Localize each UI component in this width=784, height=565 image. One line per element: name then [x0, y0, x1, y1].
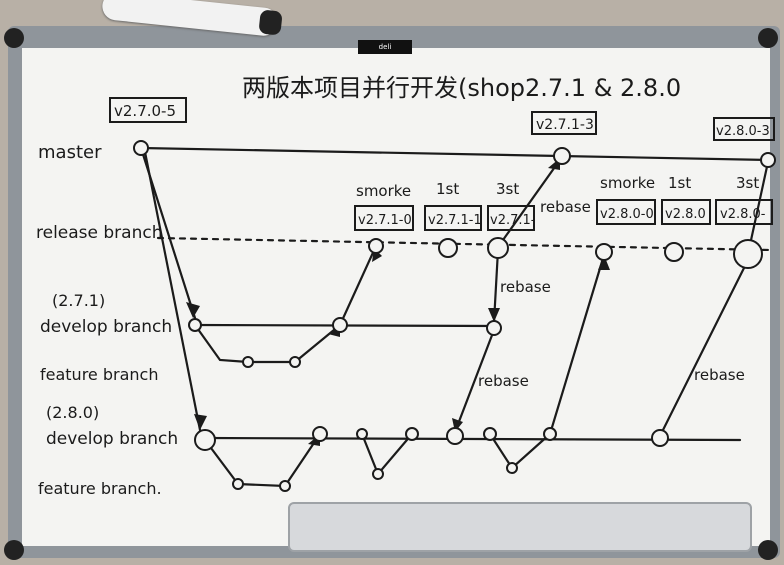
node-release-1st-271: [438, 238, 458, 258]
stage-first-1: 1st: [436, 180, 459, 198]
tag-box-r6: [715, 199, 773, 225]
node-release-3st-280: [733, 239, 763, 269]
rebase-label-3: rebase: [478, 372, 529, 390]
node-release-smoke-280: [595, 243, 613, 261]
node-dev280-a: [312, 426, 328, 442]
tag-box-master-mid: [531, 111, 597, 135]
whiteboard-surface: [22, 48, 770, 546]
node-dev280-d: [446, 427, 464, 445]
stage-first-2: 1st: [668, 174, 691, 192]
node-dev271-rebase: [486, 320, 502, 336]
node-release-3st-271: [487, 237, 509, 259]
label-develop-280: develop branch: [46, 429, 178, 449]
rebase-label-4: rebase: [694, 366, 745, 384]
node-feature2-b: [279, 480, 291, 492]
node-dev280-e: [483, 427, 497, 441]
node-release-smoke-271: [368, 238, 384, 254]
stage-smoke-1: smorke: [356, 182, 411, 200]
stage-third-1: 3st: [496, 180, 519, 198]
dev271-to-dev280: [453, 328, 496, 434]
label-feature-2: feature branch.: [38, 479, 162, 498]
board-title: 两版本项目并行开发(shop2.7.1 & 2.8.0: [242, 74, 681, 102]
tag-box-r2: [424, 205, 482, 231]
corner-cap-top-left: [4, 28, 24, 48]
tag-box-master-start: [109, 97, 187, 123]
tag-r3: v2.7.1-: [490, 213, 536, 228]
tag-master-mid: v2.7.1-3: [536, 117, 594, 133]
corner-cap-bottom-right: [758, 540, 778, 560]
brand-label: deli: [358, 40, 412, 54]
tag-box-r3: [487, 205, 535, 231]
stage-smoke-2: smorke: [600, 174, 655, 192]
node-dev280-start: [194, 429, 216, 451]
node-master-start: [133, 140, 149, 156]
corner-cap-top-right: [758, 28, 778, 48]
label-develop-280-version: (2.8.0): [46, 403, 99, 422]
dev271-to-release: [338, 244, 378, 327]
rebase-label-2: rebase: [500, 278, 551, 296]
release-to-dev280: [658, 258, 750, 438]
label-develop-271-version: (2.7.1): [52, 291, 105, 310]
arrowhead-dev280: [194, 414, 207, 430]
feature-2-line: [203, 432, 322, 488]
node-dev280-b: [356, 428, 368, 440]
arrowhead-dev271: [186, 302, 200, 318]
node-master-mid: [553, 147, 571, 165]
stage-third-2: 3st: [736, 174, 759, 192]
tag-master-end: v2.8.0-3: [716, 124, 770, 139]
master-to-dev280: [143, 150, 202, 432]
tag-master-start: v2.7.0-5: [114, 102, 176, 120]
tag-r5: v2.8.0: [665, 207, 706, 222]
tag-box-r4: [596, 199, 656, 225]
master-line: [139, 146, 772, 162]
label-feature-1: feature branch: [40, 365, 158, 384]
arrowhead-dev271-rebase: [488, 308, 500, 322]
corner-cap-bottom-left: [4, 540, 24, 560]
node-dev271-start: [188, 318, 202, 332]
label-master: master: [38, 142, 102, 163]
tag-box-master-end: [713, 117, 775, 141]
dev280-to-release: [548, 253, 606, 436]
label-release: release branch: [36, 223, 163, 243]
node-dev280-g: [651, 429, 669, 447]
node-release-1st-280: [664, 242, 684, 262]
tag-r1: v2.7.1-0: [358, 213, 412, 228]
label-develop-271: develop branch: [40, 317, 172, 337]
node-dev280-c: [405, 427, 419, 441]
tag-r4: v2.8.0-0: [600, 207, 654, 222]
feature-1-line: [193, 323, 342, 364]
node-feature2-a: [232, 478, 244, 490]
node-feature1-b: [289, 356, 301, 368]
node-feature3-a: [372, 468, 384, 480]
node-dev280-f: [543, 427, 557, 441]
develop-280-line: [203, 436, 742, 442]
tag-r6: v2.8.0-: [720, 207, 766, 222]
release-to-master-2: [746, 160, 770, 256]
marker-tray: [288, 502, 752, 552]
node-dev271-merge: [332, 317, 348, 333]
node-feature1-a: [242, 356, 254, 368]
tag-box-r1: [354, 205, 414, 231]
node-feature4-a: [506, 462, 518, 474]
release-to-master-1: [496, 155, 564, 249]
arrowhead-release-280: [598, 255, 610, 270]
tag-r2: v2.7.1-1: [428, 213, 482, 228]
feature-3-line: [360, 432, 414, 477]
rebase-label-1: rebase: [540, 198, 591, 216]
node-master-end: [760, 152, 776, 168]
tag-box-r5: [661, 199, 711, 225]
